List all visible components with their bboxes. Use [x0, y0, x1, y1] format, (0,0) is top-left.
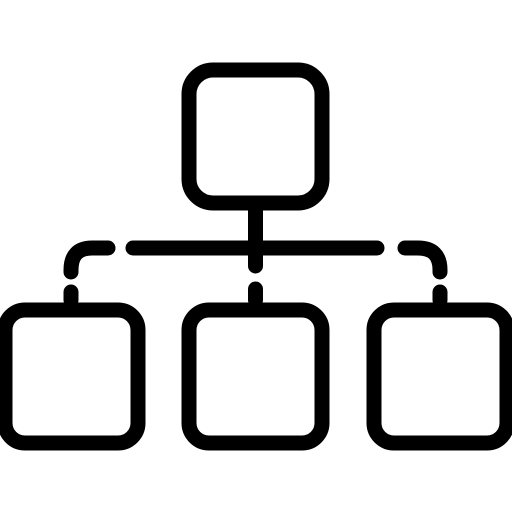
middle-child-node-box	[181, 302, 330, 451]
right-child-node-box	[366, 302, 512, 451]
left-branch-connector	[63, 240, 116, 280]
right-branch-connector	[397, 240, 448, 280]
root-node-box	[181, 62, 330, 211]
left-child-node-box	[0, 302, 146, 451]
